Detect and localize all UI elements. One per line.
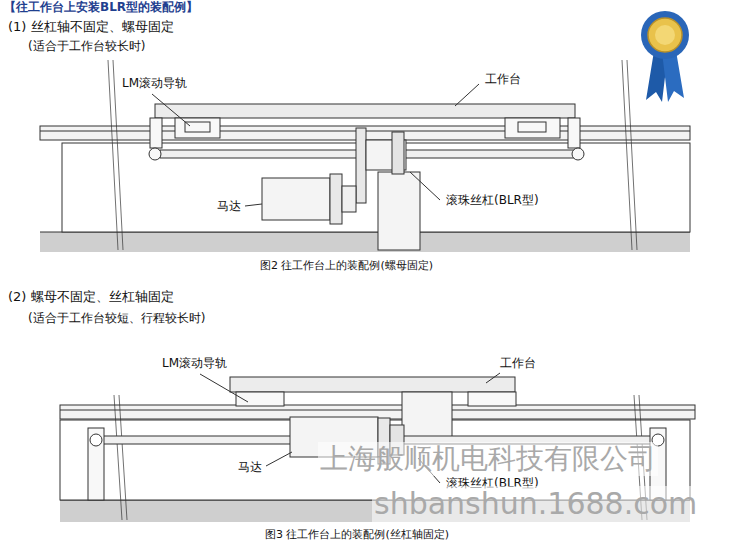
part-label: 马达 xyxy=(215,199,243,213)
case-heading: (2) 螺母不固定、丝杠轴固定 xyxy=(8,289,174,305)
case-note: (适合于工作台较短、行程较长时) xyxy=(28,311,205,325)
part-label: 滚珠丝杠(BLR型) xyxy=(444,193,541,207)
section-title: 【往工作台上安装BLR型的装配例】 xyxy=(4,0,198,14)
watermark: shbanshun.1688.com xyxy=(372,486,699,522)
part-label: LM滚动导轨 xyxy=(160,356,229,370)
part-label: 工作台 xyxy=(498,356,538,370)
case-note: (适合于工作台较长时) xyxy=(28,39,145,53)
figure-caption: 图2 往工作台上的装配例(螺母固定) xyxy=(260,259,433,272)
part-label: LM滚动导轨 xyxy=(120,76,189,90)
part-label: 马达 xyxy=(236,460,264,474)
watermark: 上海般顺机电科技有限公司 xyxy=(318,442,658,476)
case-heading: (1) 丝杠轴不固定、螺母固定 xyxy=(8,19,174,35)
part-label: 工作台 xyxy=(483,72,523,86)
figure-caption: 图3 往工作台上的装配例(丝杠轴固定) xyxy=(265,528,449,541)
award-badge xyxy=(641,11,689,102)
nut-fixed-assembly xyxy=(40,60,690,252)
